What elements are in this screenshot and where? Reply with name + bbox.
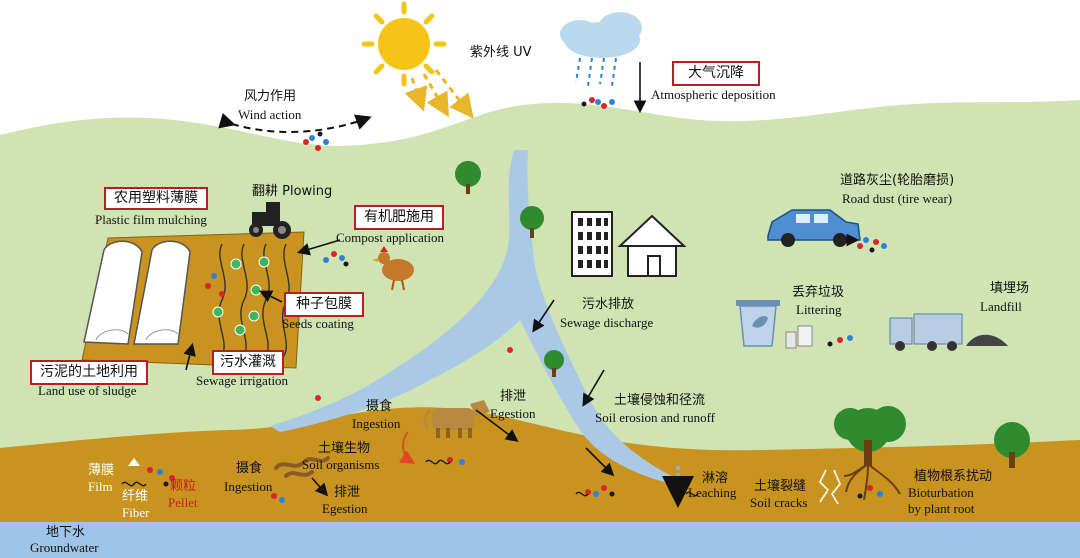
cow-egestion-label-en: Egestion (490, 406, 536, 421)
sewage-discharge-label-en: Sewage discharge (560, 315, 654, 330)
trash-bin-icon (736, 300, 813, 349)
wind-arrow (218, 112, 372, 133)
chicken-icon (372, 246, 414, 291)
landfill-label-cn: 填埋场 (990, 281, 1030, 296)
bioturbation-label-en2: by plant root (908, 501, 975, 516)
worm-egestion-label-en: Egestion (322, 501, 368, 516)
uv-label: 紫外线 UV (470, 45, 532, 60)
rain-cloud-icon (560, 12, 647, 114)
soil-cracks-label-en: Soil cracks (750, 495, 808, 510)
compost-label-en: Compost application (336, 230, 444, 245)
building-icon (571, 211, 613, 277)
plowing-label: 翻耕 Plowing (252, 184, 333, 199)
sun-icon (361, 1, 474, 119)
erosion-label-cn: 土壤侵蚀和径流 (614, 393, 706, 408)
atm-label-cn: 大气沉降 (688, 65, 744, 81)
mulch-label-en: Plastic film mulching (95, 212, 207, 227)
microplastic-particles (121, 97, 887, 503)
atm-label-en: Atmospheric deposition (651, 87, 776, 102)
soil-layer (0, 407, 1080, 528)
tractor-icon (249, 202, 291, 239)
cow-egestion-label-cn: 排泄 (500, 389, 527, 404)
seeds-label-en: Seeds coating (282, 316, 354, 331)
coated-seeds (212, 256, 270, 336)
river (270, 150, 676, 484)
worm-egestion-label-cn: 排泄 (334, 485, 361, 500)
worm-ingestion-label-en: Ingestion (224, 479, 273, 494)
tree-icon (994, 422, 1030, 468)
sludge-label-cn: 污泥的土地利用 (40, 364, 138, 380)
worm-icon (274, 456, 330, 478)
film-label-en: Film (88, 479, 113, 494)
mulching-box: 农用塑料薄膜 (104, 187, 208, 210)
seeds-coating-box: 种子包膜 (284, 292, 364, 317)
wind-label-cn: 风力作用 (244, 89, 297, 104)
leaching-label-en: Leaching (688, 485, 737, 500)
root-icon (834, 406, 906, 501)
truck-icon (889, 313, 1008, 351)
sludge-box: 污泥的土地利用 (30, 360, 148, 385)
soil-organisms-label-en: Soil organisms (302, 457, 380, 472)
atmospheric-deposition-box: 大气沉降 (672, 61, 760, 86)
wind-label-en: Wind action (238, 107, 302, 122)
sewage-irr-label-en: Sewage irrigation (196, 373, 289, 388)
groundwater-band (0, 522, 1080, 558)
worm-ingestion-label-cn: 摄食 (236, 461, 263, 476)
pellet-label-cn: 颗粒 (170, 479, 197, 494)
groundwater-label-en: Groundwater (30, 540, 99, 555)
soil-organisms-label-cn: 土壤生物 (318, 441, 371, 456)
tree-icon (544, 350, 564, 377)
soil-cracks-label-cn: 土壤裂缝 (754, 479, 807, 494)
sewage-discharge-label-cn: 污水排放 (582, 297, 635, 312)
leaching-label-cn: 淋溶 (702, 471, 729, 486)
pellet-label-en: Pellet (168, 495, 198, 510)
sludge-label-en: Land use of sludge (38, 383, 137, 398)
litter-label-en: Littering (796, 302, 842, 317)
sewage-irrigation-box: 污水灌溉 (212, 350, 284, 375)
tree-icon (520, 206, 544, 238)
cow-icon (423, 400, 490, 438)
litter-label-cn: 丢弃垃圾 (792, 285, 845, 300)
soil-crack (819, 469, 841, 505)
fiber-label-cn: 纤维 (122, 489, 149, 504)
tree-icon (455, 161, 481, 194)
car-icon (767, 209, 861, 247)
mulch-label-cn: 农用塑料薄膜 (114, 190, 198, 206)
house-icon (617, 214, 687, 277)
sewage-irr-label-cn: 污水灌溉 (220, 354, 276, 370)
landfill-label-en: Landfill (980, 299, 1022, 314)
fiber-label-en: Fiber (122, 505, 150, 520)
cow-ingestion-label-cn: 摄食 (366, 399, 393, 414)
film-label-cn: 薄膜 (88, 463, 115, 478)
seeds-label-cn: 种子包膜 (296, 296, 352, 312)
compost-label-cn: 有机肥施用 (364, 209, 434, 225)
groundwater-label-cn: 地下水 (46, 525, 86, 540)
bioturbation-label-cn: 植物根系扰动 (914, 469, 993, 484)
compost-box: 有机肥施用 (354, 205, 444, 230)
erosion-label-en: Soil erosion and runoff (595, 410, 715, 425)
road-dust-label-en: Road dust (tire wear) (842, 191, 953, 206)
road-dust-label-cn: 道路灰尘(轮胎磨损) (840, 173, 955, 188)
greenhouse-icon (83, 240, 191, 345)
bioturbation-label-en1: Bioturbation (908, 485, 974, 500)
cow-ingestion-label-en: Ingestion (352, 416, 401, 431)
